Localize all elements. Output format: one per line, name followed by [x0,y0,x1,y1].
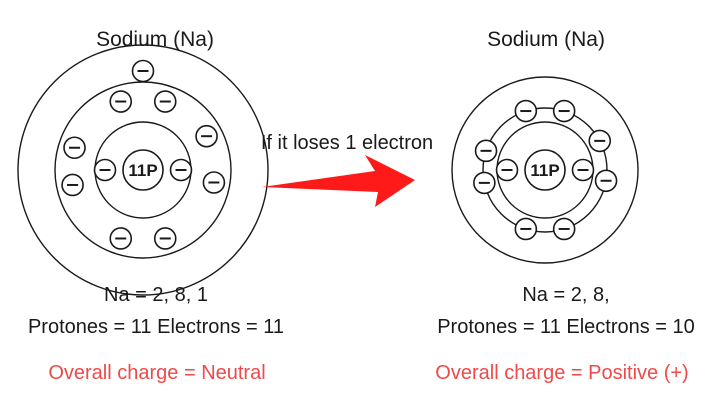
electron-icon [109,90,133,113]
electron-icon [195,124,218,148]
atom-2-counts: Protones = 11 Electrons = 10 [437,316,695,338]
electron-icon [588,129,612,153]
nucleus-icon: 11P [122,149,164,191]
atom-1: 11P [17,44,269,296]
atom-2-configuration: Na = 2, 8, [522,284,610,306]
nucleus-label: 11P [128,161,157,180]
atom-1-counts: Protones = 11 Electrons = 11 [27,316,285,338]
electron-icon [131,59,155,83]
electron-icon [552,217,576,241]
arrow-right-icon [262,155,415,207]
electron-icon [202,171,226,194]
electron-icon [514,99,538,123]
atom-1-configuration: Na = 2, 8, 1 [104,284,208,306]
atom-1-title: Sodium (Na) [96,28,214,51]
nucleus-circle [524,149,566,191]
atom-1-shell-3 [17,44,269,296]
atom-2-title: Sodium (Na) [487,28,605,51]
atom-2-charge: Overall charge = Positive (+) [435,362,689,384]
transition-label: If it loses 1 electron [260,132,434,154]
atom-2-shell-3 [451,76,639,264]
arrow-shape [262,155,415,207]
electron-icon [61,173,84,197]
atom-2: 11P [451,76,639,264]
electron-icon [93,158,117,182]
nucleus-circle [122,149,164,191]
electron-icon [153,90,177,113]
electron-icon [109,227,133,250]
nucleus-icon: 11P [524,149,566,191]
electron-icon [552,99,576,123]
electron-icon [514,217,538,241]
electron-icon [473,171,496,195]
electron-icon [63,136,86,160]
electron-icon [169,158,193,182]
electron-icon [153,227,177,250]
electron-icon [495,158,519,182]
electron-icon [571,158,595,182]
nucleus-label: 11P [530,161,559,180]
atom-1-charge: Overall charge = Neutral [48,362,266,384]
electron-icon [594,169,618,193]
electron-icon [474,139,498,163]
